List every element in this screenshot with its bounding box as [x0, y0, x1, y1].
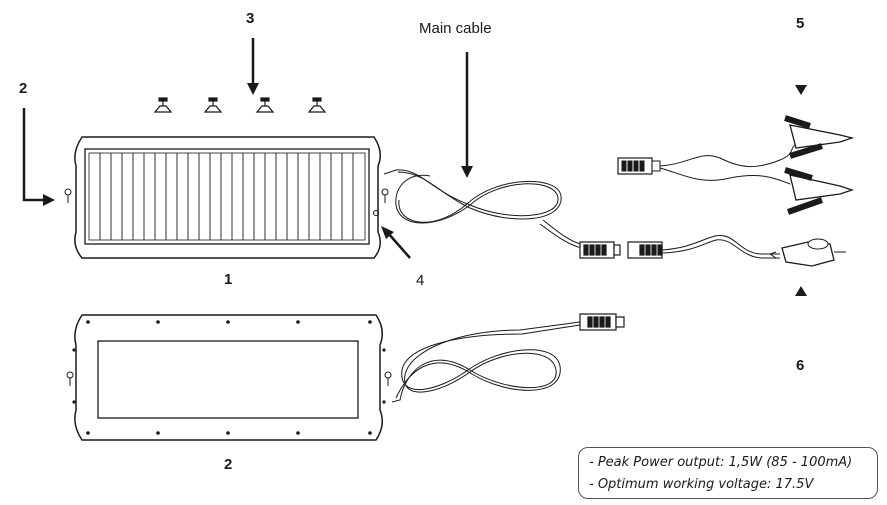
bottom-cable	[391, 321, 581, 403]
spec-peak-power: - Peak Power output: 1,5W (85 - 100mA)	[589, 455, 853, 470]
label-4: 4	[416, 272, 425, 289]
label-6: 6	[796, 357, 805, 374]
main-cable	[383, 169, 585, 249]
triangle-up-icon	[795, 286, 807, 296]
suction-cup-icons	[153, 97, 327, 113]
label-3: 3	[246, 10, 255, 27]
label-2-side: 2	[19, 80, 28, 97]
callout-arrows	[22, 38, 473, 259]
spec-working-voltage: - Optimum working voltage: 17.5V	[589, 477, 814, 492]
screw-holes	[72, 320, 386, 435]
alligator-clips	[617, 115, 855, 215]
main-cable-label: Main cable	[419, 20, 492, 37]
keyhole-icon	[64, 188, 389, 203]
specs-box: - Peak Power output: 1,5W (85 - 100mA) -…	[578, 447, 878, 499]
solar-panel-top	[64, 136, 389, 259]
solar-cells	[99, 153, 354, 240]
bottom-connector	[579, 313, 625, 331]
solar-panel-bottom	[66, 314, 392, 441]
cable-connectors	[579, 241, 663, 259]
led-indicator	[373, 210, 379, 216]
triangle-down-icon	[795, 85, 807, 95]
label-5: 5	[796, 15, 805, 32]
label-1: 1	[224, 271, 233, 288]
label-2-bottom: 2	[224, 456, 233, 473]
cigarette-lighter-plug	[661, 235, 846, 267]
